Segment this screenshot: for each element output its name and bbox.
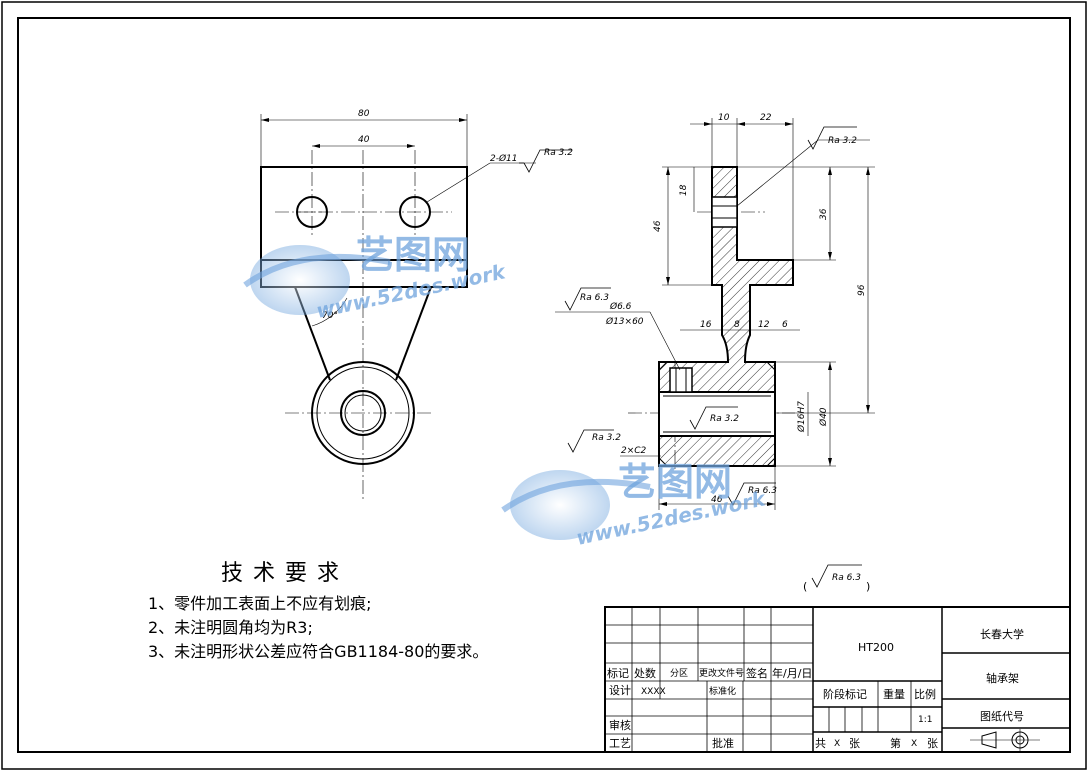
material: HT200: [858, 641, 894, 654]
svg-text:Ø16H7: Ø16H7: [796, 401, 807, 433]
svg-text:标准化: 标准化: [709, 685, 736, 697]
svg-text:(: (: [803, 580, 807, 593]
front-view: [260, 114, 572, 500]
front-hub-bore: [340, 390, 386, 436]
general-roughness: ( Ra 6.3 ): [803, 564, 870, 593]
svg-text:比例: 比例: [914, 687, 936, 701]
svg-text:X: X: [834, 739, 840, 749]
svg-text:Ra 3.2: Ra 3.2: [828, 136, 857, 146]
svg-text:2×C2: 2×C2: [621, 446, 647, 456]
svg-text:Ø13×60: Ø13×60: [605, 316, 644, 327]
front-hub-outer: [311, 361, 415, 465]
watermark-brand-2: 艺图网: [618, 460, 732, 504]
svg-text:1:1: 1:1: [918, 715, 932, 725]
svg-text:): ): [866, 580, 870, 593]
svg-text:Ø6.6: Ø6.6: [609, 301, 632, 312]
svg-text:X: X: [911, 739, 917, 749]
watermark-2: 艺图网 www.52des.work: [501, 460, 769, 550]
front-view-dims: 80 40 2-Ø11 Ra 3.2 70°: [322, 109, 573, 321]
svg-text:更改文件号: 更改文件号: [699, 667, 744, 679]
dim-hole-spacing: 40: [358, 135, 370, 145]
front-plate: [260, 166, 468, 288]
title-block-text: HT200 长春大学 轴承架 图纸代号 标记 处数 分区 更改文件号 签名 年/…: [607, 627, 1024, 750]
svg-text:18: 18: [679, 184, 689, 196]
svg-text:处数: 处数: [634, 667, 656, 680]
svg-text:XXXX: XXXX: [641, 687, 666, 697]
drawing-no-label: 图纸代号: [980, 710, 1024, 723]
watermark-1: 艺图网 www.52des.work: [243, 233, 509, 323]
svg-text:16: 16: [700, 320, 712, 330]
svg-text:96: 96: [857, 284, 867, 296]
dim-holes: 2-Ø11: [490, 153, 518, 164]
svg-text:6: 6: [782, 320, 788, 330]
svg-text:22: 22: [760, 113, 772, 123]
svg-text:阶段标记: 阶段标记: [823, 687, 867, 701]
requirement-2: 2、未注明圆角均为R3;: [148, 618, 313, 637]
svg-text:标记: 标记: [607, 666, 629, 680]
roughness-holes: Ra 3.2: [544, 148, 573, 158]
svg-text:工艺: 工艺: [609, 737, 631, 750]
svg-text:12: 12: [758, 320, 770, 330]
svg-text:46: 46: [653, 220, 663, 232]
section-view-dims: 10 22 18 46 36 96 16 8 12 6 46 Ø16H7 Ø40…: [580, 113, 867, 505]
svg-text:Ra 6.3: Ra 6.3: [580, 293, 609, 303]
svg-text:审核: 审核: [609, 718, 631, 732]
inner-border: [17, 17, 1071, 753]
svg-text:Ra 3.2: Ra 3.2: [710, 414, 739, 424]
dim-angle: 70°: [322, 311, 338, 321]
svg-text:36: 36: [819, 208, 829, 220]
svg-text:张: 张: [927, 737, 938, 750]
svg-text:Ra 6.3: Ra 6.3: [832, 573, 861, 583]
part-name: 轴承架: [986, 671, 1019, 685]
svg-text:第: 第: [890, 736, 901, 750]
svg-text:Ra 6.3: Ra 6.3: [748, 486, 777, 496]
svg-text:共: 共: [815, 737, 826, 750]
dim-width-overall: 80: [358, 109, 370, 119]
title-block: [604, 606, 1071, 753]
watermark-brand: 艺图网: [356, 233, 470, 277]
svg-text:10: 10: [718, 113, 730, 123]
projection-symbol-icon: [970, 729, 1040, 751]
svg-text:Ø40: Ø40: [818, 407, 829, 427]
requirements-title: 技术要求: [221, 561, 349, 586]
svg-text:8: 8: [734, 320, 740, 330]
svg-text:张: 张: [849, 737, 860, 750]
svg-text:批准: 批准: [712, 736, 734, 750]
svg-text:设计: 设计: [609, 684, 631, 697]
technical-requirements: 技术要求 1、零件加工表面上不应有划痕; 2、未注明圆角均为R3; 3、未注明形…: [148, 561, 488, 661]
requirement-1: 1、零件加工表面上不应有划痕;: [148, 594, 372, 613]
svg-text:Ra 3.2: Ra 3.2: [592, 433, 621, 443]
section-view: [555, 118, 875, 510]
svg-text:年/月/日: 年/月/日: [772, 666, 812, 680]
front-hole-right: [399, 196, 431, 228]
company: 长春大学: [980, 627, 1024, 641]
requirement-3: 3、未注明形状公差应符合GB1184-80的要求。: [148, 642, 488, 661]
svg-text:重量: 重量: [883, 687, 905, 701]
svg-text:签名: 签名: [746, 666, 768, 680]
svg-text:46: 46: [711, 495, 723, 505]
svg-text:分区: 分区: [670, 668, 688, 679]
